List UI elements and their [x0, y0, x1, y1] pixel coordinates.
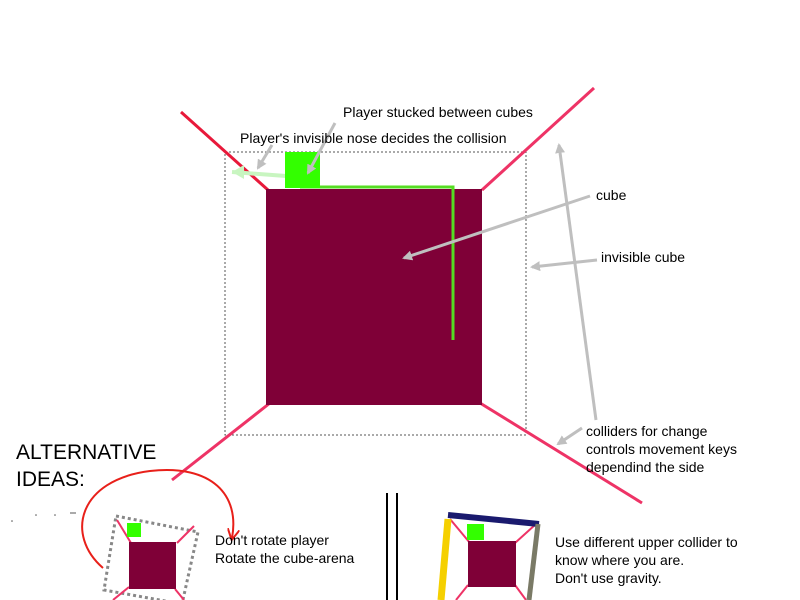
label-idea-rotate-arena: Don't rotate player Rotate the cube-aren…	[215, 532, 355, 566]
arrow-cube	[402, 194, 591, 261]
mini-cube	[129, 542, 176, 589]
left-collider-bar	[437, 518, 452, 600]
label-colliders: colliders for change controls movement k…	[586, 423, 737, 475]
idea-curved-arrow	[81, 469, 233, 569]
mini-arena-outline	[102, 514, 200, 600]
mini-collider-tl	[116, 519, 132, 544]
mini2-player	[467, 524, 484, 540]
speck	[35, 514, 37, 516]
arrow-colliders-down	[556, 426, 583, 446]
arrow-colliders-up	[555, 143, 598, 421]
collider-top-left	[179, 110, 270, 192]
label-idea-upper-collider: Use different upper collider to know whe…	[555, 534, 738, 586]
arrow-stuck	[306, 122, 337, 175]
mini2-collider-tl	[449, 518, 471, 544]
collider-top-right	[480, 86, 596, 192]
collider-bottom-right	[479, 401, 643, 505]
cube	[266, 189, 482, 405]
mini-player	[127, 523, 141, 537]
mini-diagram-upper-collider	[437, 512, 541, 600]
player-path	[300, 185, 455, 340]
mini-collider-bl	[112, 586, 130, 600]
right-collider-bar	[526, 523, 541, 600]
label-cube: cube	[596, 187, 627, 203]
mini2-collider-tr	[514, 523, 537, 544]
label-nose: Player's invisible nose decides the coll…	[240, 130, 507, 146]
mini2-cube	[468, 541, 516, 587]
arrow-invisible-cube	[530, 258, 598, 272]
mini-diagram-rotate-arena	[102, 514, 200, 600]
speck	[54, 514, 56, 516]
upper-collider-bar	[447, 512, 540, 527]
mini-collider-br	[174, 588, 185, 600]
alternatives-title: ALTERNATIVE IDEAS:	[16, 441, 157, 491]
player-nose-head	[232, 165, 244, 179]
label-invisible-cube: invisible cube	[601, 249, 686, 265]
mini2-collider-bl	[455, 584, 469, 600]
label-stuck: Player stucked between cubes	[343, 104, 533, 120]
mini2-collider-br	[514, 584, 527, 600]
collider-bottom-left	[171, 401, 271, 482]
speck	[11, 520, 13, 522]
arrow-nose	[256, 144, 274, 170]
mini-collider-tr	[176, 525, 195, 544]
